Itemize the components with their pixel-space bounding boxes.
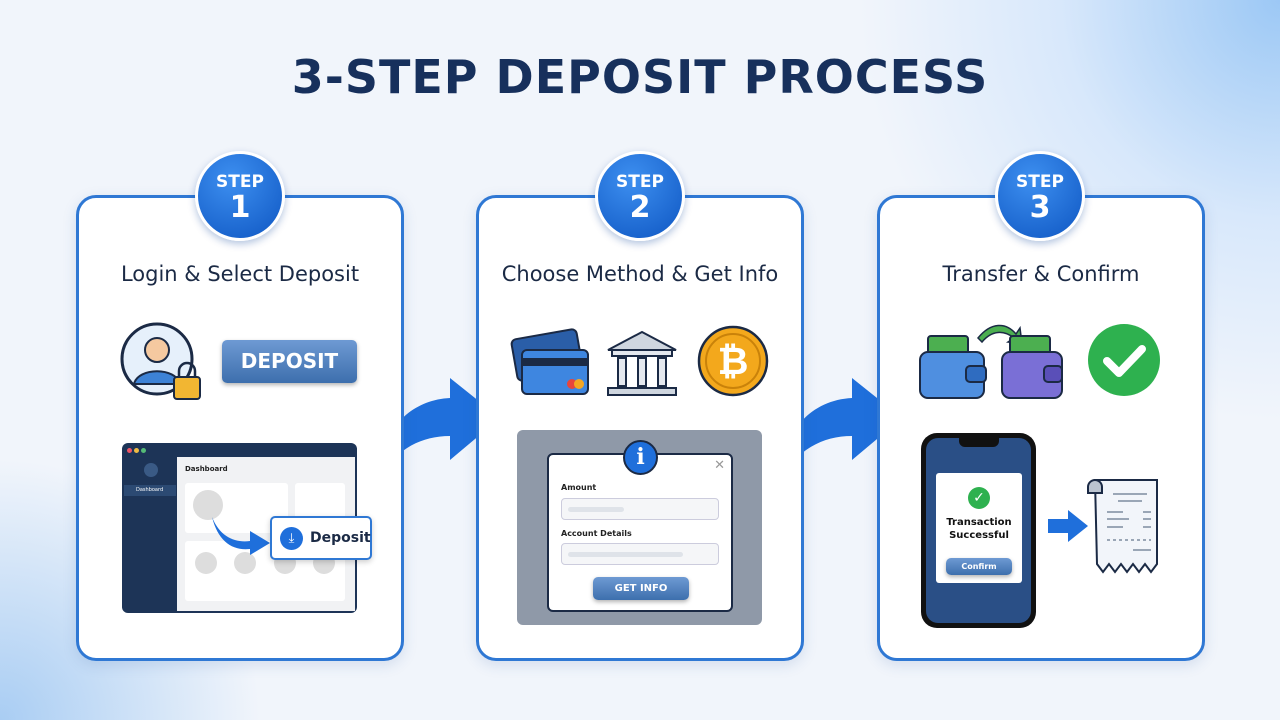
sidebar-item-dashboard[interactable]: Dashboard (124, 485, 176, 496)
close-icon[interactable]: ✕ (714, 458, 725, 473)
download-icon: ⤓ (280, 527, 303, 550)
credit-card-icon (510, 328, 589, 395)
step-number: 3 (1029, 190, 1051, 225)
svg-text:₿: ₿ (718, 339, 749, 383)
step-2-title: Choose Method & Get Info (501, 262, 779, 286)
bank-icon (607, 330, 677, 396)
info-modal: ✕ Amount Account Details GET INFO (547, 453, 733, 612)
amount-label: Amount (561, 483, 597, 492)
success-screen: ✓ Transaction Successful Confirm (936, 473, 1022, 583)
user-lock-icon (120, 322, 201, 400)
receipt-icon (1087, 479, 1158, 574)
info-icon: i (623, 440, 658, 475)
step-1-title: Login & Select Deposit (120, 262, 360, 286)
account-details-label: Account Details (561, 529, 632, 538)
step-3-title: Transfer & Confirm (942, 262, 1140, 286)
deposit-popup-label: Deposit (310, 530, 371, 546)
step-label: STEP (1016, 172, 1064, 192)
wallet-transfer-icon (919, 324, 1063, 399)
account-details-input[interactable] (561, 543, 719, 565)
get-info-button[interactable]: GET INFO (593, 577, 689, 600)
phone-mockup: ✓ Transaction Successful Confirm (921, 433, 1036, 628)
bitcoin-icon: ₿ (697, 325, 769, 397)
step-number: 1 (229, 190, 251, 225)
success-check-icon (1088, 324, 1160, 396)
confirm-button[interactable]: Confirm (946, 558, 1012, 575)
deposit-popup-button[interactable]: ⤓ Deposit (270, 516, 372, 560)
step-label: STEP (616, 172, 664, 192)
amount-input[interactable] (561, 498, 719, 520)
dashboard-heading: Dashboard (185, 465, 228, 473)
curved-arrow-icon (780, 378, 902, 480)
deposit-button[interactable]: DEPOSIT (222, 340, 357, 383)
curved-arrow-icon (378, 378, 500, 480)
step-number: 2 (629, 190, 651, 225)
check-icon: ✓ (968, 487, 990, 509)
transaction-status: Transaction Successful (946, 517, 1012, 541)
arrow-icon (212, 517, 270, 555)
arrow-right-icon (1048, 510, 1088, 542)
page-title: 3-STEP DEPOSIT PROCESS (291, 50, 989, 104)
step-label: STEP (216, 172, 264, 192)
